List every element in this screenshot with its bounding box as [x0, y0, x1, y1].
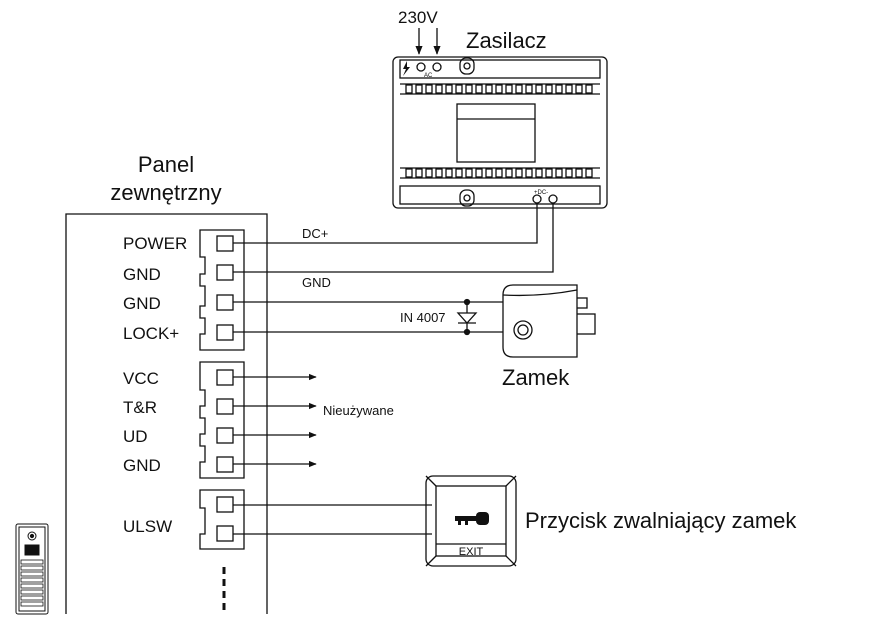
pin-gnd1 — [216, 264, 234, 281]
mount-hole-bottom — [459, 189, 475, 207]
bevel-bl — [425, 555, 437, 567]
connector-block-2 — [199, 361, 245, 479]
terminal-power-label: POWER — [123, 234, 187, 253]
terminal-ulsw-label: ULSW — [123, 517, 172, 536]
bevel-br — [505, 555, 517, 567]
pin-vcc — [216, 369, 234, 386]
terminal-gnd1-label: GND — [123, 265, 161, 284]
terminal-labels: POWER GND GND LOCK+ VCC T&R UD GND ULSW — [123, 234, 187, 536]
door-station-icon — [15, 523, 49, 615]
power-supply-window — [456, 103, 536, 163]
bevel-tl — [425, 475, 437, 487]
pin-power — [216, 235, 234, 252]
exit-button-title: Przycisk zwalniający zamek — [525, 508, 797, 533]
bevel-tr — [505, 475, 517, 487]
pin-lock — [216, 324, 234, 341]
vent-slots-top — [405, 84, 593, 94]
ac-terminal-2 — [432, 62, 442, 72]
ac-label: AC — [424, 73, 433, 79]
diode-junction-top — [463, 298, 471, 306]
terminal-tr-label: T&R — [123, 398, 157, 417]
dc-minus-terminal — [548, 194, 558, 204]
panel-title-line1: Panel — [138, 152, 194, 177]
outdoor-panel: Panel zewnętrzny POWER GND GND LOCK+ VCC… — [65, 152, 268, 614]
mount-hole-top — [459, 57, 475, 75]
power-supply-top-strip — [399, 59, 601, 79]
lightning-icon — [403, 61, 410, 76]
ac-terminal-1 — [416, 62, 426, 72]
pin-tr — [216, 398, 234, 415]
exit-button-face — [435, 485, 507, 557]
terminal-lock-label: LOCK+ — [123, 324, 179, 343]
diode-label: IN 4007 — [400, 310, 446, 325]
power-input-label: 230V — [398, 8, 438, 27]
exit-button-caption: EXIT — [459, 546, 484, 558]
pin-ud — [216, 427, 234, 444]
electric-lock — [502, 284, 596, 358]
lock-body-edge — [502, 289, 578, 297]
pin-ulsw1 — [216, 496, 234, 513]
wire-label-dc-plus: DC+ — [302, 226, 328, 241]
panel-body — [65, 213, 268, 614]
power-supply-ridges — [400, 83, 600, 179]
connector-block-1 — [199, 229, 245, 351]
diode-junction-bottom — [463, 328, 471, 336]
pin-ulsw2 — [216, 525, 234, 542]
wire-label-gnd: GND — [302, 275, 331, 290]
exit-button: EXIT — [425, 475, 517, 567]
mount-hole-bottom-inner — [463, 194, 471, 202]
key-icon — [455, 512, 489, 525]
power-supply-title: Zasilacz — [466, 28, 547, 53]
lock-bolt-mid — [574, 313, 596, 335]
pin-gnd2 — [216, 294, 234, 311]
dc-plus-terminal — [532, 194, 542, 204]
wire-label-unused: Nieużywane — [323, 403, 394, 418]
lock-keyhole-inner — [517, 324, 529, 336]
power-supply-bottom-strip — [399, 185, 601, 205]
wire-gnd — [233, 203, 554, 273]
terminal-ud-label: UD — [123, 427, 148, 446]
diode-triangle — [456, 312, 478, 324]
power-supply: 230V Zasilacz — [392, 8, 608, 209]
mount-hole-top-inner — [463, 62, 471, 70]
wires — [233, 203, 554, 535]
panel-title-line2: zewnętrzny — [110, 180, 221, 205]
connector-block-3 — [199, 489, 245, 550]
wire-dc-plus — [233, 203, 538, 244]
vent-slots-bottom — [405, 168, 593, 178]
pin-gnd3 — [216, 456, 234, 473]
diode-in4007: IN 4007 — [400, 298, 478, 336]
terminal-gnd2-label: GND — [123, 294, 161, 313]
terminal-vcc-label: VCC — [123, 369, 159, 388]
power-supply-housing — [392, 56, 608, 209]
lock-title: Zamek — [502, 365, 570, 390]
dc-label: +DC- — [534, 190, 548, 196]
exit-button-frame — [425, 475, 517, 567]
terminal-gnd3-label: GND — [123, 456, 161, 475]
